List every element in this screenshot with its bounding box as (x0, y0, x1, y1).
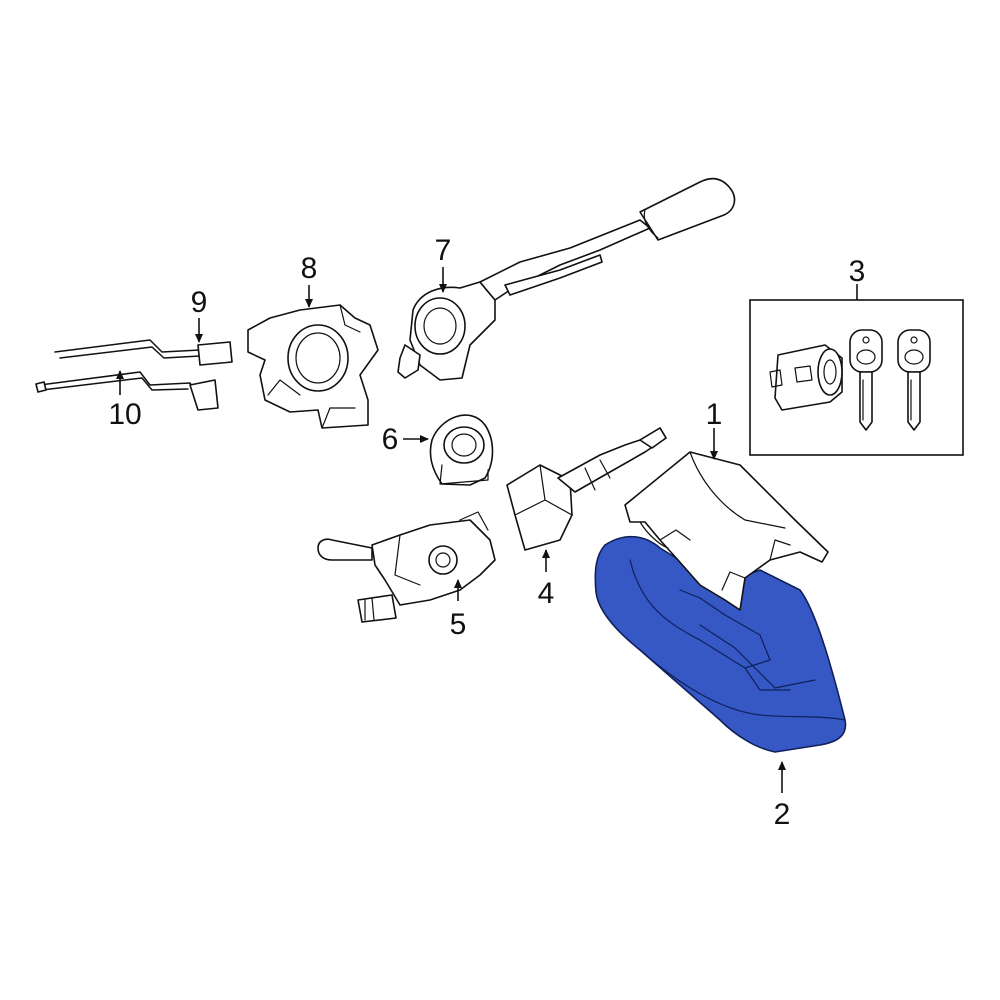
callout-10: 10 (108, 398, 141, 431)
part-9-wire-harness[interactable] (54, 339, 233, 366)
key-1 (849, 329, 883, 431)
callout-4: 4 (538, 577, 555, 610)
callout-1: 1 (706, 398, 723, 431)
part-10-wire-harness[interactable] (35, 371, 219, 411)
callout-6: 6 (382, 423, 399, 456)
callout-7: 7 (435, 234, 452, 267)
part-3-lock-cylinder-keys[interactable] (749, 299, 964, 456)
callout-3: 3 (849, 255, 866, 288)
callout-labels: 1 2 3 4 5 6 7 8 9 10 (108, 234, 865, 831)
callout-8: 8 (301, 252, 318, 285)
callout-9: 9 (191, 286, 208, 319)
part-4-wiper-switch[interactable] (506, 427, 667, 551)
part-7-headlamp-switch[interactable] (397, 177, 736, 381)
part-6-sensor-ring[interactable] (429, 414, 494, 486)
callout-2: 2 (774, 798, 791, 831)
key-2 (897, 329, 931, 431)
callout-5: 5 (450, 608, 467, 641)
part-8-clock-spring[interactable] (247, 304, 379, 429)
part-2-lower-column-cover[interactable] (594, 535, 847, 753)
part-1-upper-column-cover[interactable] (624, 451, 829, 611)
leader-lines (116, 267, 858, 793)
part-5-turn-signal-switch[interactable] (317, 511, 496, 623)
lock-cylinder (769, 344, 843, 411)
